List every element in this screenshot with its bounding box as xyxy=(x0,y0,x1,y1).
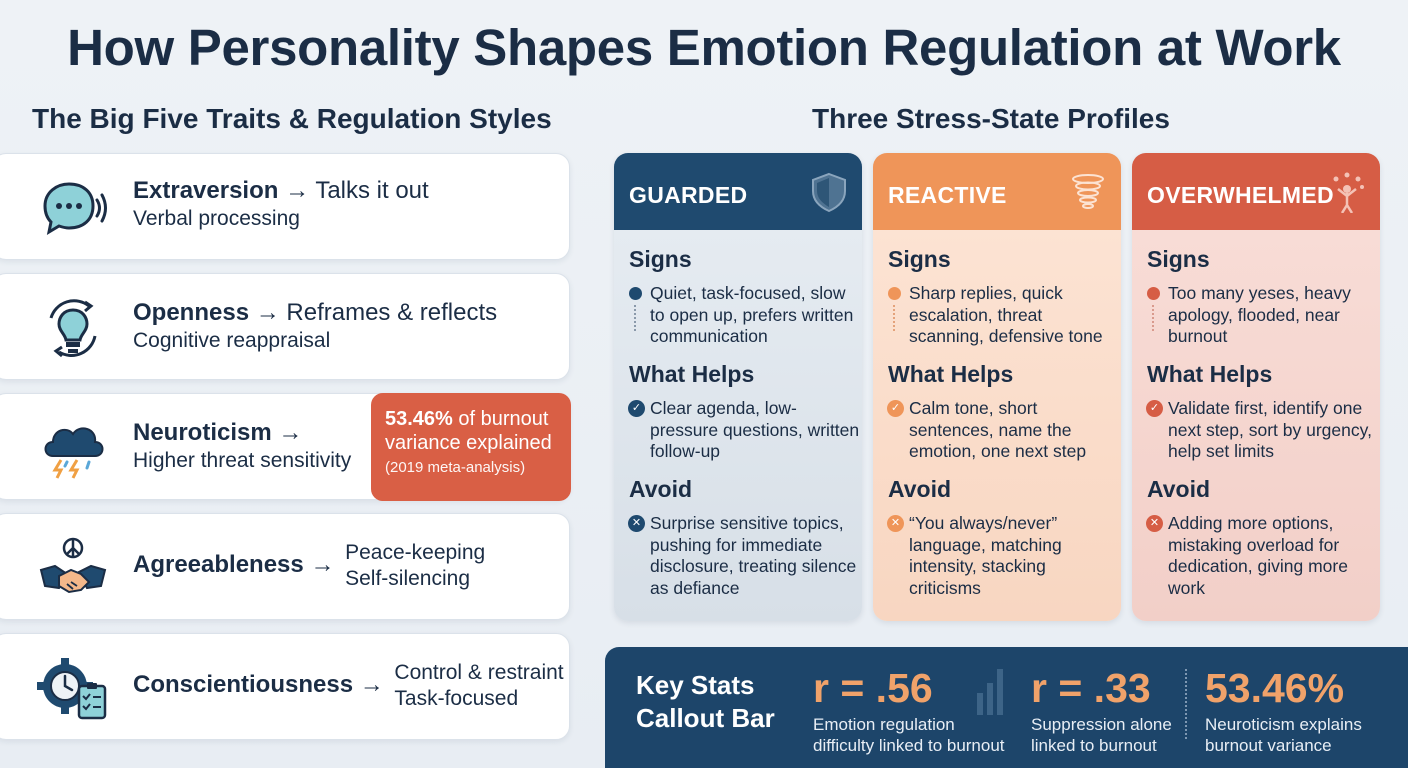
avoid-heading: Avoid xyxy=(1147,476,1211,502)
avoid-text: Surprise sensitive topics, pushing for i… xyxy=(650,513,857,598)
signs-heading: Signs xyxy=(629,246,692,272)
trait-card-openness: Openness → Reframes & reflects Cognitive… xyxy=(0,273,570,380)
callout-percent: 53.46% xyxy=(385,408,453,430)
helps-text: Validate first, identify one next step, … xyxy=(1168,398,1372,461)
bullet-dot xyxy=(888,287,901,300)
x-icon: ✕ xyxy=(628,515,645,532)
trait-name: Extraversion xyxy=(133,177,279,204)
profile-header: OVERWHELMED xyxy=(1132,153,1380,230)
storm-cloud-icon xyxy=(37,416,109,482)
page-title: How Personality Shapes Emotion Regulatio… xyxy=(67,19,1341,76)
profiles-section-title: Three Stress-State Profiles xyxy=(812,103,1170,134)
signs-heading: Signs xyxy=(888,246,951,272)
avoid-heading: Avoid xyxy=(629,476,693,502)
trait-style: Peace-keeping xyxy=(345,541,486,564)
gear-clock-clipboard-icon xyxy=(37,656,109,722)
trait-style: Talks it out xyxy=(315,177,429,204)
trait-arrow: → xyxy=(359,671,384,698)
profile-card-reactive: REACTIVE Signs Sharp replies, quick esca… xyxy=(873,153,1121,621)
trait-sub: Higher threat sensitivity xyxy=(133,449,352,472)
trait-card-agreeableness: Agreeableness → Peace-keeping Self-silen… xyxy=(0,513,570,620)
x-icon: ✕ xyxy=(1146,515,1163,532)
avoid-heading: Avoid xyxy=(888,476,952,502)
helps-heading: What Helps xyxy=(629,361,755,387)
trait-arrow: → xyxy=(310,551,335,578)
x-icon: ✕ xyxy=(887,515,904,532)
helps-text: Calm tone, short sentences, name the emo… xyxy=(909,398,1087,461)
check-icon: ✓ xyxy=(1146,400,1163,417)
trait-card-extraversion: Extraversion → Talks it out Verbal proce… xyxy=(0,153,570,260)
shield-icon xyxy=(808,171,850,213)
trait-sub: Self-silencing xyxy=(345,567,471,590)
burnout-callout: 53.46% of burnout variance explained (20… xyxy=(371,393,571,501)
trait-name: Conscientiousness xyxy=(133,671,354,698)
profile-card-overwhelmed: OVERWHELMED Signs Too many yeses, heavy … xyxy=(1132,153,1380,621)
callout-text: variance explained xyxy=(385,432,552,454)
profile-card-guarded: GUARDED Signs Quiet, task-focused, slow … xyxy=(614,153,862,621)
trait-name: Agreeableness xyxy=(133,551,304,578)
signs-text: Sharp replies, quick escalation, threat … xyxy=(909,283,1103,346)
helps-heading: What Helps xyxy=(888,361,1014,387)
profile-header: GUARDED xyxy=(614,153,862,230)
stat-value: r = .56 xyxy=(813,665,933,711)
trait-sub: Verbal processing xyxy=(133,207,300,230)
trait-arrow: → xyxy=(278,419,303,446)
traits-section-title: The Big Five Traits & Regulation Styles xyxy=(32,103,552,134)
juggling-person-icon xyxy=(1326,171,1368,214)
divider xyxy=(1185,669,1187,739)
trait-arrow: → xyxy=(285,177,310,204)
helps-text: Clear agenda, low-pressure questions, wr… xyxy=(650,398,860,461)
stat-value: 53.46% xyxy=(1205,665,1345,711)
speech-bubble-icon xyxy=(37,176,109,242)
trait-style: Reframes & reflects xyxy=(286,299,498,326)
trait-card-conscientiousness: Conscientiousness → Control & restraint … xyxy=(0,633,570,740)
spiral-icon xyxy=(1067,171,1109,213)
stat-value: r = .33 xyxy=(1031,665,1151,711)
helps-heading: What Helps xyxy=(1147,361,1273,387)
signs-text: Too many yeses, heavy apology, flooded, … xyxy=(1168,283,1351,346)
bar-chart-icon xyxy=(975,667,1005,715)
stats-bar-title-line: Key Stats xyxy=(636,670,755,700)
trait-name: Neuroticism xyxy=(133,419,272,446)
signs-text: Quiet, task-focused, slow to open up, pr… xyxy=(650,283,854,346)
profile-header: REACTIVE xyxy=(873,153,1121,230)
check-icon: ✓ xyxy=(887,400,904,417)
trait-sub: Cognitive reappraisal xyxy=(133,329,331,352)
profile-name: REACTIVE xyxy=(888,182,1007,208)
stats-bar-title-line: Callout Bar xyxy=(636,703,775,733)
bullet-dot xyxy=(629,287,642,300)
key-stats-bar: Key Stats Callout Bar r = .56 Emotion re… xyxy=(605,647,1408,768)
profile-name: OVERWHELMED xyxy=(1147,182,1334,208)
avoid-text: “You always/never” language, matching in… xyxy=(909,513,1062,598)
bullet-dot xyxy=(1147,287,1160,300)
trait-name: Openness xyxy=(133,299,250,326)
callout-source: (2019 meta-analysis) xyxy=(385,459,526,476)
lightbulb-icon xyxy=(37,296,109,362)
avoid-text: Adding more options, mistaking overload … xyxy=(1168,513,1348,598)
trait-sub: Task-focused xyxy=(394,687,519,710)
handshake-icon xyxy=(37,536,109,602)
stats-bar-title: Key Stats Callout Bar xyxy=(636,669,775,735)
check-icon: ✓ xyxy=(628,400,645,417)
signs-heading: Signs xyxy=(1147,246,1210,272)
callout-text: of burnout xyxy=(452,408,549,430)
trait-style: Control & restraint xyxy=(394,661,564,684)
profile-name: GUARDED xyxy=(629,182,748,208)
trait-arrow: → xyxy=(255,299,280,326)
